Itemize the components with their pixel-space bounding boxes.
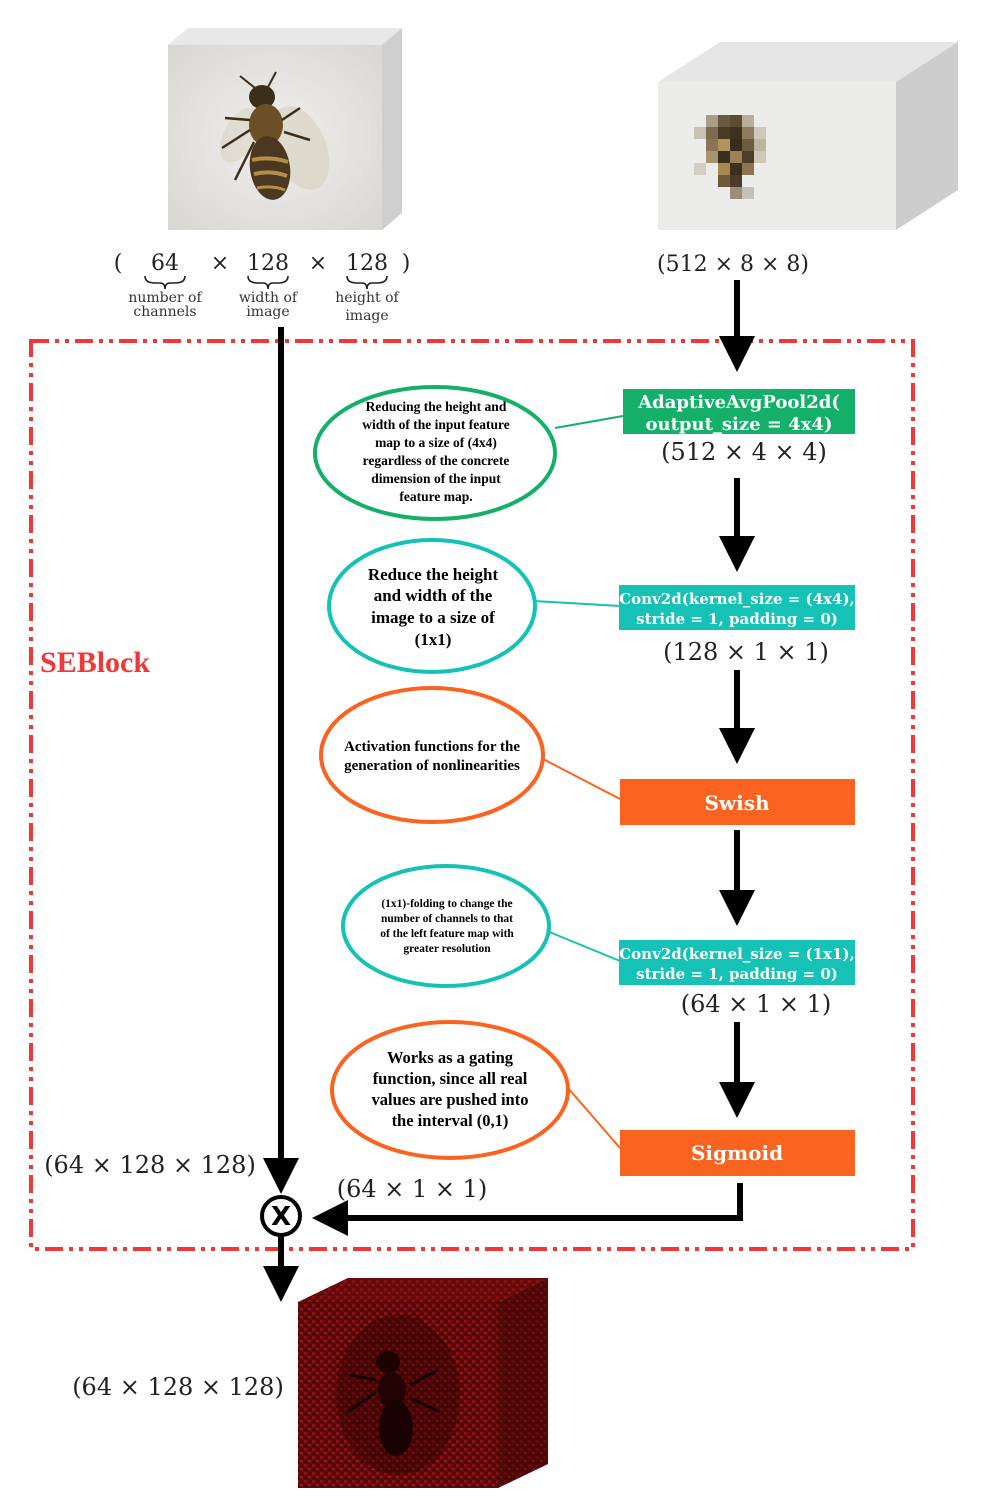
- note-conv1: Reduce the height and width of the image…: [327, 538, 621, 674]
- note-conv2: (1x1)-folding to change the number of ch…: [341, 864, 621, 988]
- label-channels-2: channels: [133, 304, 196, 320]
- note-sigmoid-line-2: function, since all real: [373, 1069, 528, 1088]
- note-conv2-line-1: (1x1)-folding to change the: [381, 898, 512, 910]
- conv2-box: [619, 940, 855, 985]
- note-sigmoid-connector: [567, 1087, 621, 1149]
- note-pool-ellipse: [313, 385, 557, 521]
- input-image-cube: [168, 28, 402, 230]
- pool-output-dims: (512 × 4 × 4): [661, 438, 827, 466]
- output-dims: (64 × 128 × 128): [72, 1373, 284, 1401]
- sigmoid-output-dims: (64 × 1 × 1): [337, 1175, 488, 1203]
- note-swish-line-1: Activation functions for the: [344, 739, 520, 755]
- sigmoid-box: [620, 1130, 855, 1176]
- note-sigmoid: Works as a gating function, since all re…: [330, 1020, 621, 1160]
- lowres-feature-cube: [658, 42, 958, 230]
- swish-label: Swish: [704, 791, 770, 815]
- swish-box: [620, 779, 855, 825]
- note-conv1-connector: [533, 600, 621, 607]
- label-height-2: image: [345, 308, 388, 324]
- note-pool-line-3: map to a size of (4x4): [375, 435, 497, 450]
- lowres-cube-front: [658, 82, 896, 230]
- pool-label-2: output_size = 4x4): [646, 414, 833, 435]
- input-dim-height: 128: [346, 251, 388, 276]
- note-swish: Activation functions for the generation …: [319, 686, 621, 824]
- note-conv1-ellipse: [327, 538, 537, 674]
- note-conv2-ellipse: [341, 864, 551, 988]
- input-dim-width: 128: [247, 251, 289, 276]
- input-close-paren: ): [402, 251, 411, 276]
- lowres-cube-side: [896, 42, 958, 230]
- note-conv1-line-1: Reduce the height: [368, 565, 499, 584]
- brace-channels: [144, 275, 186, 290]
- swish-node: Swish: [620, 779, 855, 825]
- note-pool: Reducing the height and width of the inp…: [313, 385, 624, 521]
- conv2-label-1: Conv2d(kernel_size = (1x1),: [619, 945, 855, 963]
- main-path-dims: (64 × 128 × 128): [44, 1151, 256, 1179]
- note-pool-line-4: regardless of the concrete: [363, 453, 510, 468]
- pool-box: [623, 389, 855, 434]
- arrow-sigmoid-to-multiply: [312, 1183, 743, 1236]
- lowres-cube-top: [658, 42, 958, 82]
- note-sigmoid-ellipse: [330, 1020, 570, 1160]
- conv1-box: [619, 585, 855, 630]
- note-sigmoid-line-4: the interval (0,1): [392, 1111, 509, 1130]
- multiply-symbol: X: [271, 1202, 291, 1232]
- lowres-dims: (512 × 8 × 8): [657, 252, 809, 277]
- note-pool-line-5: dimension of the input: [371, 471, 501, 486]
- conv1-label-2: stride = 1, padding = 0): [636, 610, 838, 628]
- note-swish-connector: [542, 758, 621, 800]
- note-conv2-line-3: of the left feature map with: [380, 928, 514, 940]
- note-sigmoid-line-3: values are pushed into: [372, 1090, 529, 1109]
- input-cube-side: [382, 28, 402, 230]
- conv2-node: Conv2d(kernel_size = (1x1), stride = 1, …: [619, 940, 855, 985]
- note-swish-line-2: generation of nonlinearities: [344, 758, 520, 774]
- note-conv1-line-3: image to a size of: [371, 608, 495, 627]
- label-width-2: image: [246, 304, 289, 320]
- sigmoid-label: Sigmoid: [691, 1141, 783, 1165]
- label-height-1: height of: [335, 290, 400, 306]
- note-conv2-line-2: number of channels to that: [381, 913, 513, 925]
- seblock-frame: [29, 339, 915, 1251]
- brace-width: [247, 275, 289, 290]
- seblock-label: SEBlock: [40, 646, 150, 679]
- note-pool-connector: [554, 415, 624, 429]
- note-pool-line-6: feature map.: [399, 489, 472, 504]
- note-conv2-connector: [546, 930, 621, 962]
- input-open-paren: (: [114, 251, 123, 276]
- note-pool-line-1: Reducing the height and: [366, 399, 507, 414]
- pool-node: AdaptiveAvgPool2d( output_size = 4x4): [623, 389, 855, 435]
- conv1-node: Conv2d(kernel_size = (4x4), stride = 1, …: [619, 585, 855, 630]
- note-conv1-line-2: and width of the: [374, 586, 493, 605]
- note-conv2-line-4: greater resolution: [403, 943, 491, 955]
- output-feature-cube: [298, 1278, 548, 1488]
- conv1-output-dims: (128 × 1 × 1): [663, 638, 829, 666]
- label-channels-1: number of: [128, 290, 203, 306]
- input-dimensions: ( 64 × 128 × 128 ) number of channels wi…: [114, 251, 411, 324]
- note-conv1-line-4: (1x1): [415, 630, 452, 649]
- input-times-2: ×: [309, 251, 327, 276]
- bee-image: [220, 71, 330, 200]
- label-width-1: width of: [239, 290, 299, 306]
- multiply-circle: [260, 1195, 302, 1237]
- conv2-output-dims: (64 × 1 × 1): [681, 990, 832, 1018]
- note-pool-line-2: width of the input feature: [362, 417, 510, 432]
- conv1-label-1: Conv2d(kernel_size = (4x4),: [619, 590, 855, 608]
- note-swish-ellipse: [319, 686, 545, 824]
- pixelated-bee: [694, 115, 766, 199]
- input-dim-channels: 64: [151, 251, 179, 276]
- output-bee-silhouette: [336, 1315, 460, 1475]
- multiply-node: X: [260, 1195, 302, 1237]
- sigmoid-node: Sigmoid: [620, 1130, 855, 1176]
- input-cube-top: [168, 28, 402, 45]
- brace-height: [346, 275, 388, 290]
- conv2-label-2: stride = 1, padding = 0): [636, 965, 838, 983]
- note-sigmoid-line-1: Works as a gating: [387, 1048, 514, 1067]
- input-times-1: ×: [211, 251, 229, 276]
- pool-label-1: AdaptiveAvgPool2d(: [637, 392, 840, 413]
